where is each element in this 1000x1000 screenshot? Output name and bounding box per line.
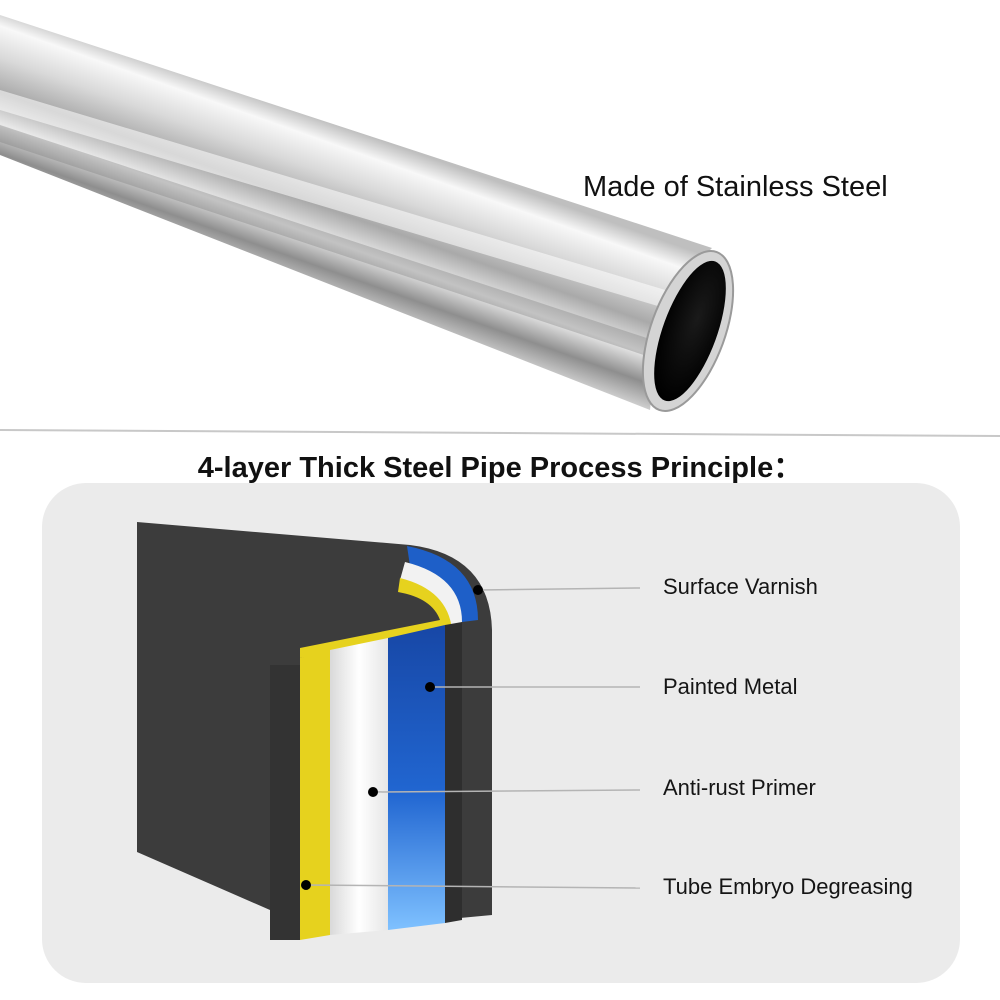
section-title: 4-layer Thick Steel Pipe Process Princip… [197, 452, 803, 484]
label-tube-embryo-degreasing: Tube Embryo Degreasing [663, 874, 913, 899]
layer-yellow [300, 650, 330, 940]
pipe-opening [654, 260, 726, 402]
layer-white [330, 638, 388, 935]
section-divider [0, 429, 1000, 437]
leader-dot-tube-embryo [301, 880, 311, 890]
leader-line-tube-embryo [305, 884, 641, 889]
outer-shell [137, 522, 492, 918]
label-surface-varnish: Surface Varnish [663, 574, 818, 599]
layer-cutaway-diagram [137, 522, 641, 940]
label-painted-metal: Painted Metal [663, 674, 798, 699]
stainless-steel-pipe-illustration [0, 15, 735, 412]
label-anti-rust-primer: Anti-rust Primer [663, 775, 816, 800]
pipe-shadow-band [0, 125, 668, 362]
leader-dot-painted-metal [425, 682, 435, 692]
layer-right-dark [445, 622, 462, 923]
pipe-highlight [0, 90, 682, 312]
leader-line-surface-varnish [477, 587, 641, 591]
leader-line-anti-rust-primer [372, 789, 641, 793]
inner-dark-strip [270, 665, 300, 940]
leader-dot-anti-rust-primer [368, 787, 378, 797]
headline: Made of Stainless Steel [583, 171, 888, 203]
curved-blue-top [407, 546, 478, 622]
layer-blue [388, 625, 445, 930]
leader-dot-surface-varnish [473, 585, 483, 595]
